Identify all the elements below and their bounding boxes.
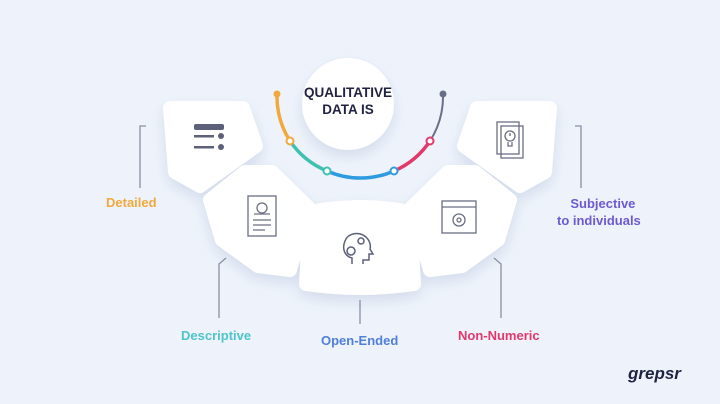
label-subjective-line-2: to individuals xyxy=(557,213,641,228)
connector-descriptive xyxy=(218,257,227,318)
connector-non-numeric xyxy=(493,257,502,318)
title-line-1: QUALITATIVE xyxy=(304,85,392,100)
label-subjective: Subjective to individuals xyxy=(557,195,641,229)
title-line-2: DATA IS xyxy=(322,102,374,117)
title: QUALITATIVE DATA IS xyxy=(303,84,393,118)
head-gears-icon xyxy=(342,232,375,264)
arc-descriptive xyxy=(288,139,329,173)
title-circle xyxy=(302,58,394,150)
connector-detailed xyxy=(139,125,146,188)
arc-open-ended xyxy=(325,169,396,180)
arc-non-numeric xyxy=(392,139,432,173)
card-descriptive xyxy=(203,165,315,277)
lightbulb-document-icon xyxy=(496,121,524,159)
arc-subjective xyxy=(429,93,445,142)
connector-subjective xyxy=(575,125,582,188)
label-open-ended: Open-Ended xyxy=(321,333,399,348)
browser-window-icon xyxy=(441,200,477,234)
grepsr-logo: grepsr xyxy=(628,364,681,383)
document-gear-icon xyxy=(247,195,277,237)
label-descriptive: Descriptive xyxy=(181,328,252,343)
label-detailed: Detailed xyxy=(106,195,157,210)
list-icon xyxy=(194,124,224,150)
arc-detailed xyxy=(275,92,292,143)
label-subjective-line-1: Subjective xyxy=(570,196,636,211)
card-subjective xyxy=(457,101,557,193)
label-non-numeric: Non-Numeric xyxy=(458,328,540,343)
card-open-ended xyxy=(299,200,421,295)
